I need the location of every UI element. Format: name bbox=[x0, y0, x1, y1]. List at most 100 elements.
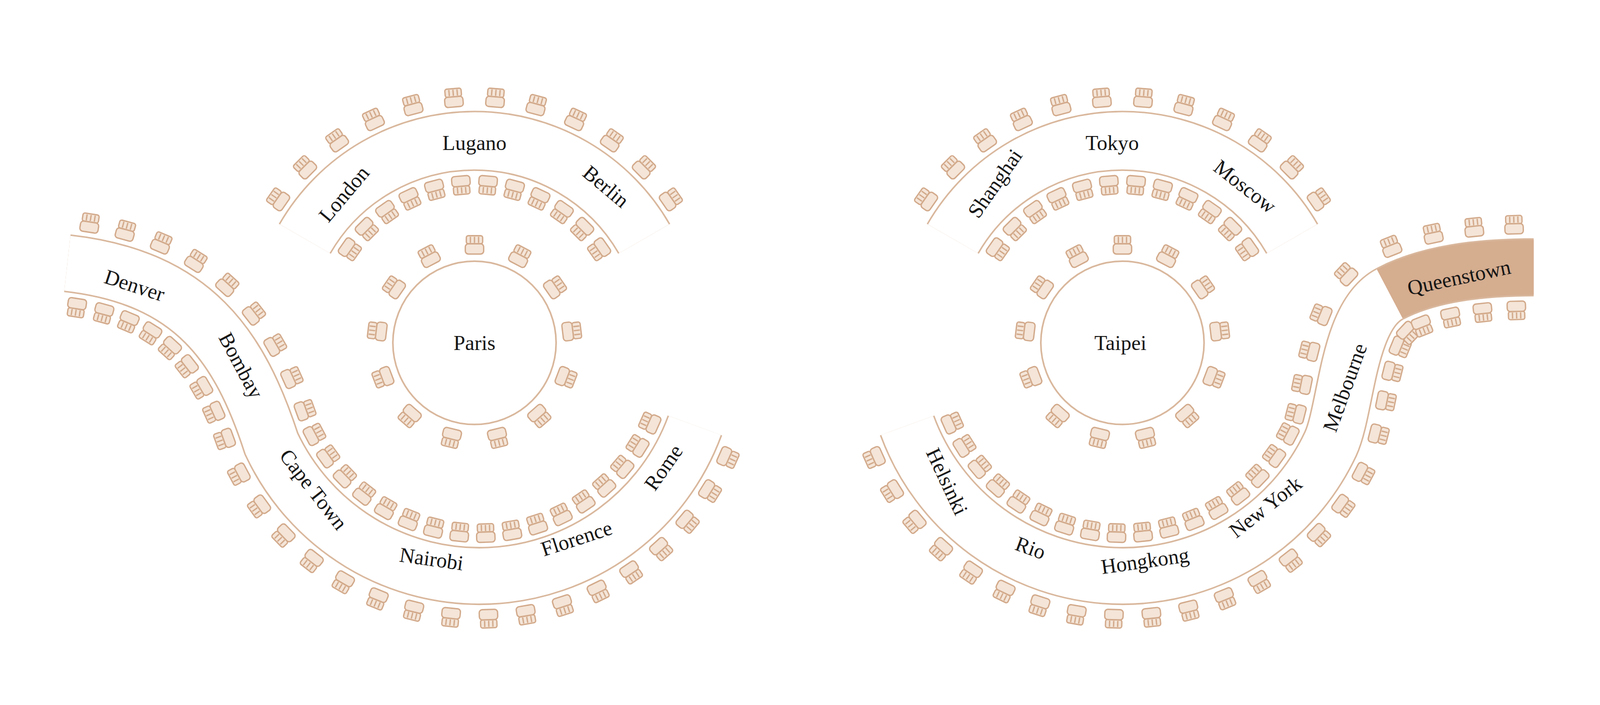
chair-part bbox=[528, 520, 549, 536]
chair bbox=[137, 320, 163, 346]
chair-part bbox=[215, 436, 224, 446]
chair-part bbox=[517, 247, 528, 256]
chair bbox=[1181, 507, 1205, 532]
chair bbox=[525, 512, 549, 536]
chair bbox=[1002, 216, 1028, 242]
chair bbox=[862, 445, 887, 470]
chair-part bbox=[374, 199, 396, 219]
chair-part bbox=[1286, 407, 1295, 417]
chair bbox=[1211, 107, 1236, 132]
chair-part bbox=[1505, 223, 1524, 234]
chair bbox=[1507, 301, 1526, 320]
chair-part bbox=[401, 415, 411, 425]
chair-part bbox=[1318, 533, 1328, 544]
table-name: Hongkong bbox=[1099, 544, 1190, 578]
chair bbox=[1261, 443, 1287, 469]
chair-part bbox=[275, 337, 285, 347]
chair-part bbox=[1038, 505, 1049, 515]
chair-part bbox=[407, 199, 418, 208]
chair-part bbox=[977, 134, 998, 153]
chair-part bbox=[158, 234, 169, 243]
chair-part bbox=[329, 134, 350, 153]
chair bbox=[1044, 403, 1071, 429]
chair-part bbox=[483, 187, 492, 194]
chair-part bbox=[1221, 326, 1228, 335]
chair-part bbox=[315, 448, 335, 469]
chair-part bbox=[1230, 487, 1251, 507]
chair-part bbox=[1330, 493, 1350, 514]
chair bbox=[1046, 186, 1071, 211]
chair-part bbox=[1238, 247, 1248, 258]
chair-part bbox=[388, 279, 407, 300]
chair bbox=[648, 536, 675, 562]
chair-part bbox=[1137, 523, 1147, 531]
chair-part bbox=[573, 326, 581, 335]
chair bbox=[1064, 243, 1090, 269]
chair bbox=[1333, 261, 1359, 287]
chair bbox=[401, 94, 424, 117]
chair bbox=[1309, 302, 1333, 327]
chair bbox=[1009, 107, 1034, 132]
chair-part bbox=[441, 607, 461, 619]
chair bbox=[226, 462, 252, 487]
chair-part bbox=[1155, 191, 1165, 199]
chair-part bbox=[1508, 311, 1525, 320]
chair-part bbox=[566, 374, 575, 385]
chair bbox=[201, 400, 226, 425]
chair-part bbox=[402, 403, 423, 423]
table-edge bbox=[67, 263, 695, 576]
table-name: Rome bbox=[640, 440, 687, 494]
chair bbox=[1054, 512, 1077, 536]
chair-part bbox=[1185, 415, 1196, 425]
chair bbox=[591, 472, 617, 499]
chair-part bbox=[1258, 131, 1268, 141]
chair-part bbox=[553, 199, 575, 219]
chair bbox=[561, 321, 582, 342]
chair-part bbox=[196, 375, 214, 397]
chair bbox=[354, 216, 380, 242]
chair bbox=[609, 454, 635, 480]
chair-part bbox=[1186, 611, 1196, 620]
chair bbox=[1080, 520, 1102, 541]
chair-part bbox=[161, 347, 172, 357]
chair bbox=[214, 272, 241, 298]
chair-part bbox=[515, 604, 536, 617]
chair-part bbox=[1114, 235, 1131, 244]
chair-part bbox=[590, 247, 600, 258]
chair-part bbox=[1142, 439, 1152, 447]
chair-part bbox=[1464, 225, 1484, 238]
chair-part bbox=[962, 560, 984, 579]
chair bbox=[958, 560, 984, 586]
chair-part bbox=[632, 437, 651, 459]
chair bbox=[1379, 234, 1403, 259]
chair-part bbox=[293, 401, 310, 422]
chair-part bbox=[1126, 175, 1146, 188]
chair-part bbox=[470, 236, 479, 243]
chair bbox=[1213, 587, 1238, 611]
chair-part bbox=[292, 370, 301, 381]
chair bbox=[1150, 178, 1173, 201]
chair bbox=[1126, 175, 1146, 196]
chair-part bbox=[451, 175, 471, 188]
chair bbox=[658, 186, 684, 212]
chair bbox=[525, 94, 548, 117]
chair-part bbox=[1069, 247, 1080, 256]
chair bbox=[293, 398, 317, 422]
chair-part bbox=[613, 458, 624, 469]
chair-part bbox=[1381, 360, 1396, 381]
chair bbox=[952, 433, 978, 459]
chair-part bbox=[1049, 415, 1059, 425]
chair bbox=[1422, 223, 1444, 245]
table-top bbox=[67, 263, 695, 576]
table-name: Taipei bbox=[1094, 332, 1147, 354]
chair bbox=[1141, 607, 1162, 627]
chair-part bbox=[1099, 175, 1118, 188]
chair-part bbox=[575, 495, 597, 514]
chair-part bbox=[561, 322, 574, 342]
chair-part bbox=[487, 427, 508, 442]
chair bbox=[396, 403, 423, 429]
chair bbox=[1113, 235, 1132, 254]
chair-part bbox=[373, 502, 395, 521]
